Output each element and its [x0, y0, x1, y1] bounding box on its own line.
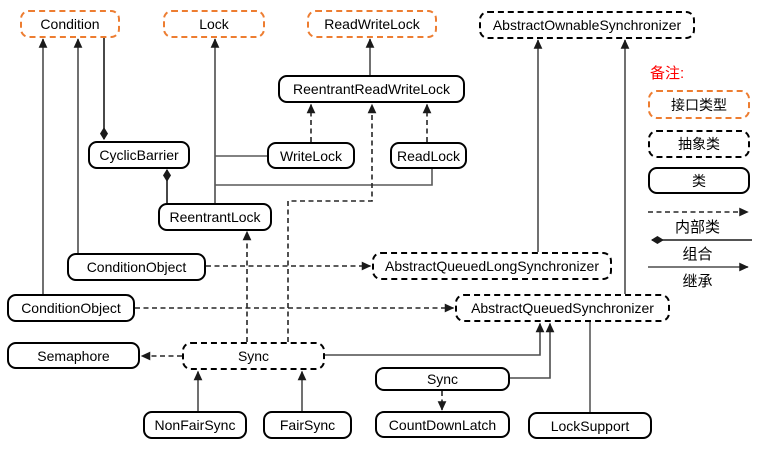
- legend-note: 备注:: [650, 65, 685, 82]
- edge-inheritance-sync-abstract-to-abstract-queued-synchronizer: [325, 322, 545, 356]
- edge-association-read-lock-to-lock: [215, 169, 433, 186]
- legend-label-composition: 组合: [682, 246, 713, 263]
- edge-inheritance-sync-class-to-abstract-queued-synchronizer: [510, 322, 555, 379]
- edge-inner-sync-abstract-to-reentrant-read-write-lock: [287, 103, 377, 342]
- legend-label-inheritance: 继承: [682, 273, 713, 290]
- legend-label-inner-class: 内部类: [674, 219, 720, 236]
